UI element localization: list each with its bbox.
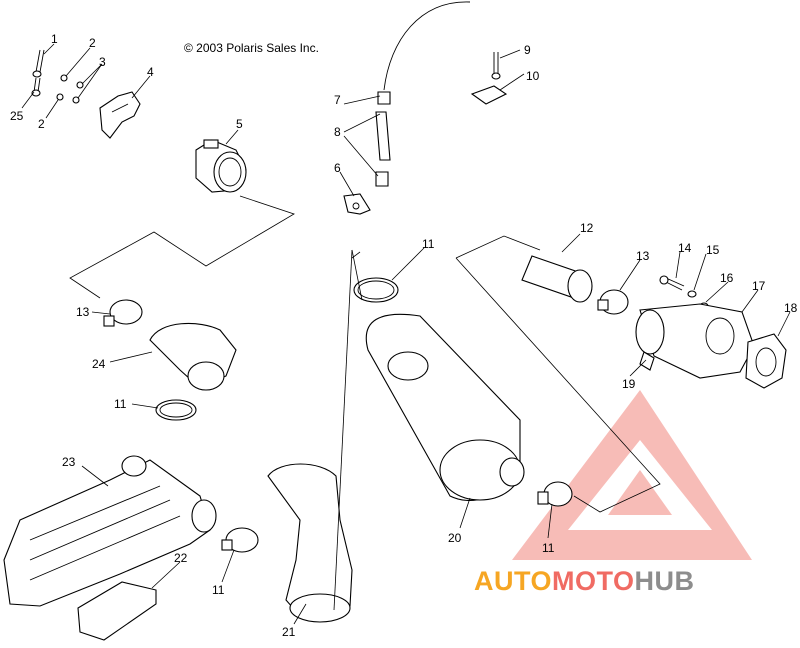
- part-clamp-11-bottom-right: [537, 481, 573, 507]
- callout-2-top: 2: [89, 36, 96, 50]
- part-plate-10: [470, 85, 508, 105]
- watermark-triangle: [512, 390, 752, 560]
- watermark-auto: AUTO: [474, 566, 552, 596]
- part-bolt-25: [31, 77, 41, 97]
- callout-13-right: 13: [636, 249, 650, 263]
- part-gasket-18: [745, 333, 787, 389]
- part-bolt-9: [491, 52, 501, 80]
- part-bolt-14: [659, 275, 685, 291]
- callout-9: 9: [524, 43, 531, 57]
- callout-18: 18: [784, 301, 798, 315]
- watermark-logo-text: AUTOMOTOHUB: [474, 566, 695, 596]
- callout-23: 23: [62, 455, 76, 469]
- watermark-triangle-inner: [608, 470, 672, 515]
- callout-24: 24: [92, 357, 106, 371]
- part-elbow-24: [149, 322, 237, 391]
- callout-10: 10: [526, 69, 540, 83]
- svg-text:AUTOMOTOHUB: AUTOMOTOHUB: [474, 566, 695, 596]
- part-clamp-13-left: [103, 299, 143, 327]
- part-coupler-5: [195, 139, 247, 193]
- watermark-triangle-outer: [512, 390, 752, 560]
- callout-16: 16: [720, 271, 734, 285]
- part-nut-3b: [72, 96, 80, 104]
- callout-5: 5: [236, 117, 243, 131]
- callout-11-left: 11: [114, 397, 127, 411]
- part-washer-15: [687, 290, 697, 298]
- callouts: 1 2 3 4 25 2 5 7 8 6 9 10 11 12 13 14 15…: [10, 32, 798, 639]
- callout-14: 14: [678, 241, 692, 255]
- assembly-lines: [69, 195, 661, 611]
- part-muffler-20: [365, 313, 525, 502]
- callout-21: 21: [282, 625, 296, 639]
- callout-13-left: 13: [76, 305, 90, 319]
- part-clamp-11-center: [353, 277, 399, 303]
- part-bracket-4: [99, 91, 141, 139]
- callout-25: 25: [10, 109, 24, 123]
- callout-11-center: 11: [422, 237, 435, 251]
- part-clamp-11-bottom-left: [221, 527, 259, 553]
- part-gasket-22: [77, 581, 157, 641]
- watermark-hub: HUB: [635, 566, 695, 596]
- callout-1: 1: [51, 32, 58, 46]
- part-clamp-13-right: [597, 289, 629, 315]
- part-nut-3a: [76, 81, 84, 89]
- callout-8: 8: [334, 125, 341, 139]
- callout-7: 7: [334, 93, 341, 107]
- part-manifold-23: [3, 455, 217, 607]
- callout-15: 15: [706, 243, 720, 257]
- callout-20: 20: [448, 531, 462, 545]
- callout-19: 19: [622, 377, 636, 391]
- callout-6: 6: [334, 161, 341, 175]
- part-manifold-17: [635, 303, 755, 379]
- part-bolt-1: [32, 49, 45, 78]
- copyright-text: © 2003 Polaris Sales Inc.: [184, 41, 319, 55]
- part-washer-2a: [60, 74, 68, 82]
- callout-11-bottom-left: 11: [212, 583, 225, 597]
- callout-12: 12: [580, 221, 594, 235]
- callout-11-bottom-right: 11: [542, 541, 555, 555]
- callout-4: 4: [147, 65, 154, 79]
- callout-17: 17: [752, 279, 766, 293]
- callout-22: 22: [174, 551, 188, 565]
- part-washer-2b: [56, 93, 64, 101]
- leader-lines: [21, 43, 791, 625]
- watermark-moto: MOTO: [552, 566, 635, 596]
- part-tube-12: [521, 255, 593, 303]
- callout-3: 3: [99, 55, 106, 69]
- part-pipe-21: [267, 463, 353, 623]
- part-clamp-11-left: [155, 399, 197, 421]
- callout-2-bottom: 2: [38, 117, 45, 131]
- part-spring-hanger-7-8-6: [343, 1, 471, 215]
